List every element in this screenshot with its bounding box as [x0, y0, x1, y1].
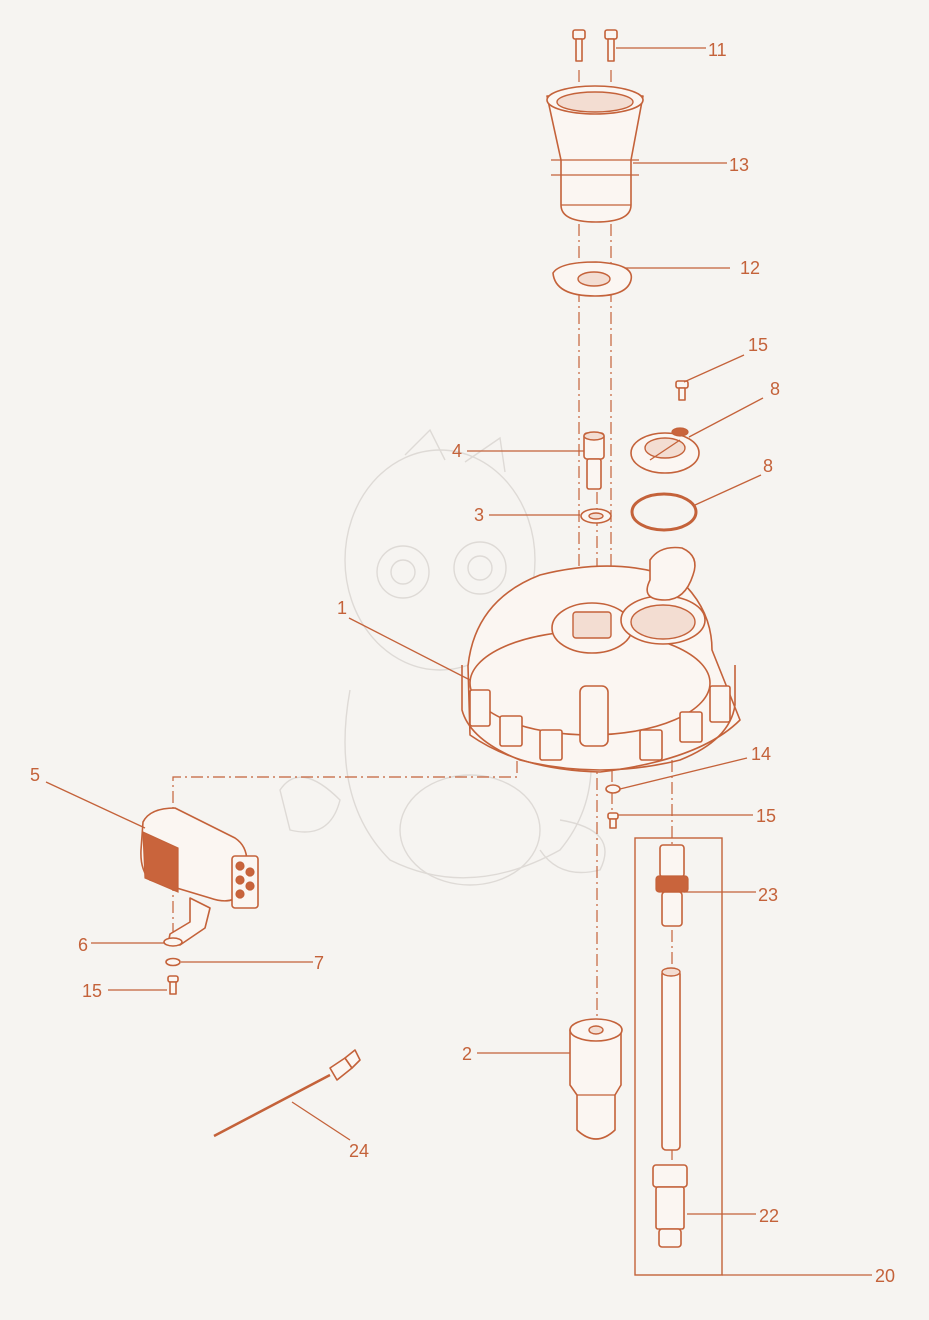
part-14-washer — [605, 784, 621, 794]
part-12-shim — [552, 261, 633, 297]
callout-15-middle: 15 — [756, 806, 776, 826]
part-7-washer — [165, 957, 181, 967]
part-15-screw-left — [167, 975, 179, 995]
callout-12: 12 — [740, 258, 760, 278]
part-rod — [661, 967, 681, 1151]
part-5-connector-box — [140, 807, 259, 946]
callout-3: 3 — [474, 505, 484, 525]
part-9-cap — [630, 427, 700, 474]
part-15-screw-middle — [607, 812, 619, 829]
callout-6: 6 — [78, 935, 88, 955]
watermark-illustration — [279, 428, 606, 886]
part-15-screw-top — [675, 380, 689, 401]
part-23-coupling — [655, 844, 689, 927]
callout-7: 7 — [314, 953, 324, 973]
callout-9: 8 — [770, 379, 780, 399]
part-4-bolt — [583, 431, 605, 490]
part-2-nozzle — [569, 1018, 623, 1140]
part-20-kit-frame — [634, 837, 723, 1276]
callout-2: 2 — [462, 1044, 472, 1064]
part-13-sleeve — [546, 85, 644, 223]
part-3-washer — [580, 508, 612, 524]
part-6-washer — [163, 937, 183, 947]
callout-13: 13 — [729, 155, 749, 175]
callout-23: 23 — [758, 885, 778, 905]
part-8-o-ring — [630, 492, 698, 532]
callout-labels: 11 13 12 15 8 8 4 3 1 5 14 15 23 6 7 15 … — [30, 40, 895, 1286]
callout-8: 8 — [763, 456, 773, 476]
callout-22: 22 — [759, 1206, 779, 1226]
callout-11: 11 — [708, 40, 727, 60]
part-24-wire — [213, 1049, 361, 1138]
callout-1: 1 — [337, 598, 347, 618]
callout-20: 20 — [875, 1266, 895, 1286]
callout-5: 5 — [30, 765, 40, 785]
callout-14: 14 — [751, 744, 771, 764]
part-22-fitting — [652, 1164, 688, 1248]
callout-4: 4 — [452, 441, 462, 461]
callout-24: 24 — [349, 1141, 369, 1161]
callout-15-left: 15 — [82, 981, 102, 1001]
callout-15-top: 15 — [748, 335, 768, 355]
part-1-housing — [461, 546, 741, 773]
callout-leaders — [45, 47, 872, 1276]
part-11-screws — [572, 29, 618, 62]
